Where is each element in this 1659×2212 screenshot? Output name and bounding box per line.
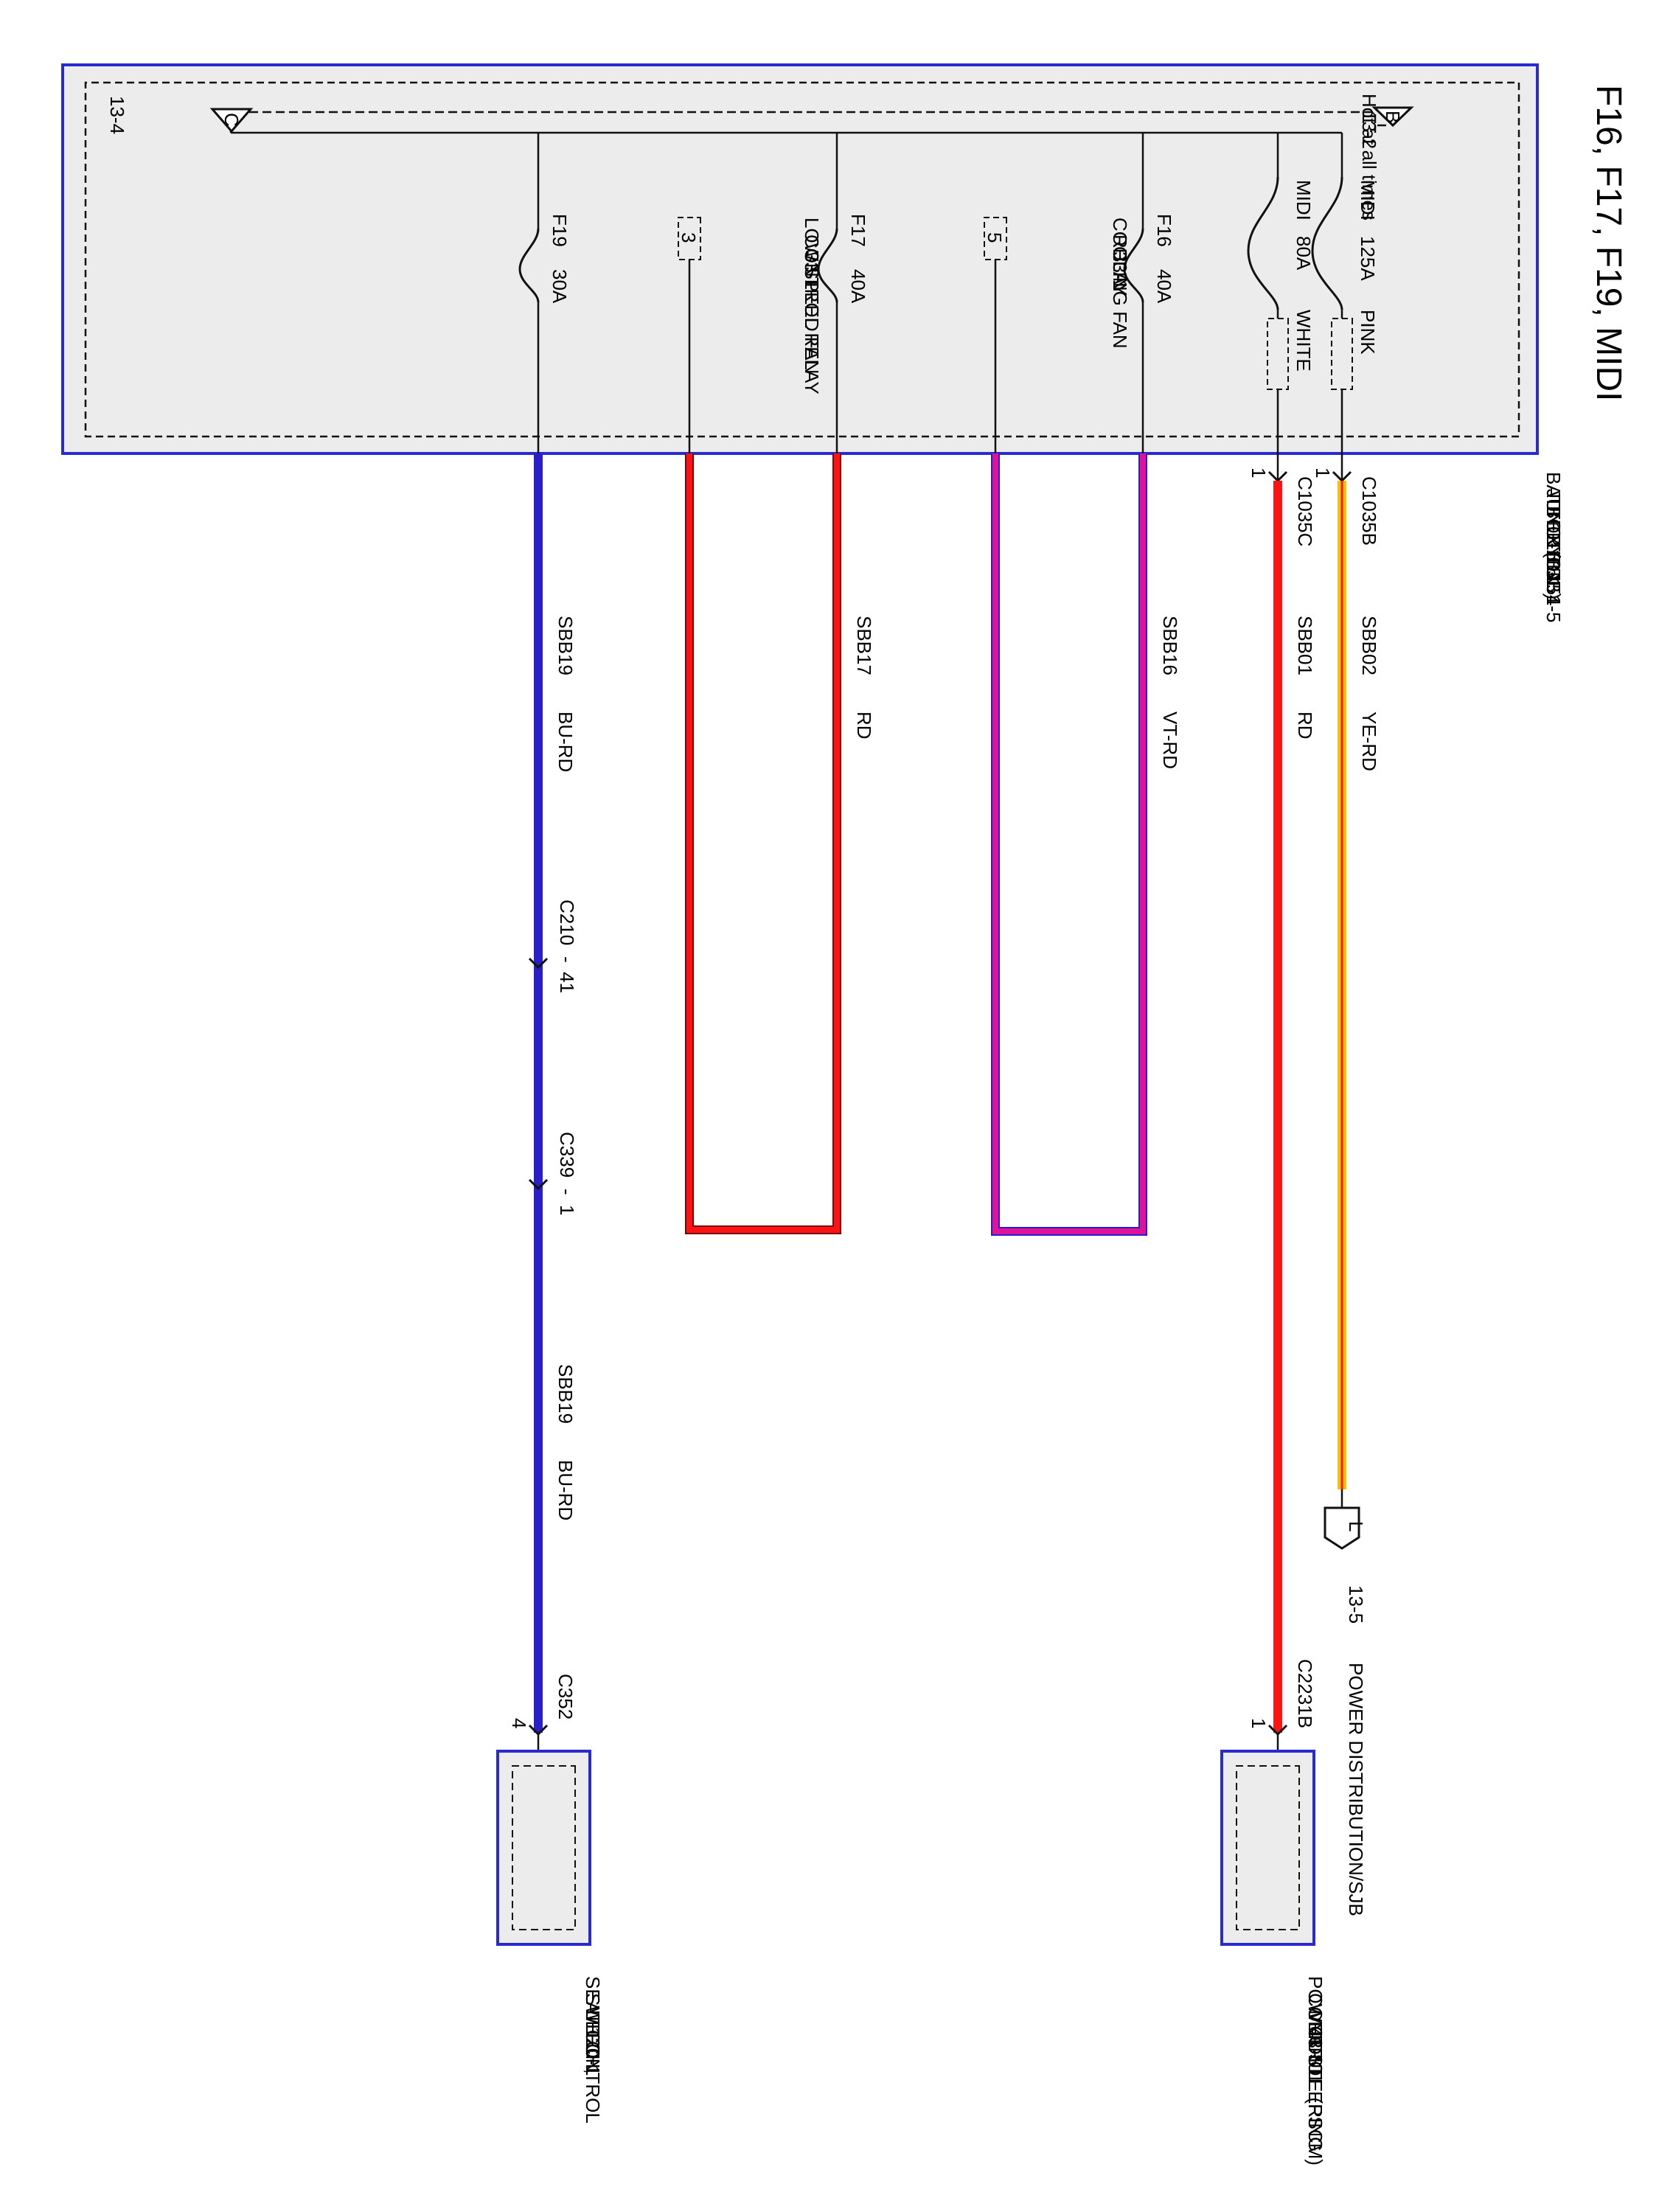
pscm-line2: CONTROL: [1304, 1993, 1326, 2087]
lowspeed-relay-pin: 3: [678, 232, 700, 243]
fuse-f16-icon: [1123, 228, 1144, 303]
fuse-midi-125-color: PINK: [1357, 310, 1379, 355]
connector-c1035c-pin: 1: [1248, 467, 1270, 478]
triangle-b-icon: [1371, 106, 1414, 128]
cooling-relay-line1: COOLING FAN: [1109, 218, 1131, 349]
lowspeed-relay-line2: CONTROL RELAY: [801, 234, 823, 394]
bus-ref-c: C 13-4: [106, 96, 254, 134]
wire-sbb19b-circuit: SBB19: [554, 1364, 577, 1424]
bjb-ref-4: 151-5: [1543, 574, 1565, 623]
wire-sbb01-circuit: SBB01: [1294, 616, 1316, 675]
pscm-module: [1220, 1750, 1315, 1946]
wire-sbb02-circuit: SBB02: [1358, 616, 1380, 675]
bus-ref-c-text: 13-4: [106, 96, 128, 134]
connector-c210-icon: [528, 957, 549, 970]
bjb-ref-3: 151-4: [1543, 557, 1565, 606]
bus-letter-b: B: [1382, 111, 1404, 123]
wire-sbb16-color: VT-RD: [1159, 712, 1181, 769]
connector-c1035c-name: C1035C: [1294, 476, 1316, 546]
fuse-f17-name: F17: [847, 214, 869, 247]
wire-sbb17-outline: [685, 453, 841, 1234]
pscm-line1: POWER STEERING: [1304, 1976, 1326, 2152]
fuse-f17-rating: 40A: [847, 269, 869, 304]
fuse-midi-80-icon: [1247, 176, 1279, 310]
fuse-f16-name: F16: [1153, 214, 1175, 247]
connector-c352-name: C352: [554, 1674, 577, 1719]
bus-letter-c: C: [220, 113, 243, 127]
seat-ref: 120-1: [582, 2027, 604, 2076]
wire-sbb02-color: YE-RD: [1358, 712, 1380, 771]
connector-c1035b-pin: 1: [1312, 467, 1334, 478]
connector-c2231b-pin: 1: [1248, 1718, 1270, 1728]
seat-switch-module: [496, 1750, 591, 1946]
seat-line2: SWITCH,: [582, 1993, 604, 2074]
fuse-f16-rating: 40A: [1153, 269, 1175, 304]
pdist-ref: 13-5: [1345, 1585, 1367, 1624]
cooling-relay-line2: RELAY: [1109, 234, 1131, 296]
connector-c2231b-name: C2231B: [1294, 1659, 1316, 1728]
fuse-midi-125-name: MIDI: [1357, 180, 1379, 220]
bjb-label: BATTERY JUNCTION BOX (BJB) 11-1 151-1 15…: [1543, 472, 1565, 623]
triangle-c-icon: [209, 108, 254, 133]
connector-c339-pin: 1: [556, 1205, 578, 1215]
seat-line1: SEAT CONTROL: [582, 1976, 604, 2124]
fuse-midi-80-color: WHITE: [1293, 310, 1315, 372]
wire-sbb17-circuit: SBB17: [853, 616, 875, 675]
bjb-inner-boundary: [84, 81, 1520, 438]
fuse-midi-80-name: MIDI: [1293, 180, 1315, 220]
seat-line3: LEFT: [582, 2010, 604, 2057]
fuse-f19-icon: [518, 228, 540, 303]
bjb-name-3: BOX (BJB): [1543, 506, 1565, 599]
connector-c210-dash: -: [556, 956, 578, 963]
connector-c210-pin: 41: [556, 972, 578, 993]
bjb-name-2: JUNCTION: [1543, 489, 1565, 585]
wire-sbb16: [992, 453, 1146, 1234]
wire-sbb01-color: RD: [1294, 712, 1316, 740]
diagram-title: F16, F17, F19, MIDI: [1589, 85, 1628, 401]
connector-c352-pin: 4: [508, 1718, 530, 1728]
fuse-midi-125-icon: [1311, 176, 1343, 310]
bjb-ref-2: 151-1: [1543, 540, 1565, 589]
lowspeed-relay-line1: LOW SPEED FAN: [801, 218, 823, 374]
bjb-ref-1: 11-1: [1543, 523, 1565, 560]
wire-sbb19a-circuit: SBB19: [554, 616, 577, 675]
connector-c1035b-name: C1035B: [1358, 476, 1380, 546]
wire-sbb16-outline: [991, 453, 1147, 1236]
lowspeed-relay-ref: 33-1: [801, 251, 823, 290]
fuse-f17-icon: [817, 228, 838, 303]
hot-at-all-times: Hot at all times: [1358, 94, 1380, 220]
wire-sbb19b-color: BU-RD: [554, 1460, 577, 1520]
wire-sbb16-circuit: SBB16: [1159, 616, 1181, 675]
pscm-line3: MODULE (PSCM): [1304, 2010, 1326, 2166]
pdist-name: POWER DISTRIBUTION/SJB: [1345, 1663, 1367, 1916]
fuse-midi-125-rating: 125A: [1357, 236, 1379, 281]
pdist-letter: L: [1345, 1521, 1367, 1531]
fuse-f19-rating: 30A: [549, 269, 571, 304]
bjb-name-1: BATTERY: [1543, 472, 1565, 559]
bus-ref-b: B 13-2 Hot at all times: [1358, 94, 1414, 220]
connector-c339-name: C339: [556, 1132, 578, 1178]
bus-ref-b-text: 13-2: [1358, 111, 1380, 149]
fuse-midi-80-rating: 80A: [1293, 236, 1315, 271]
pdist-connector-icon: [1324, 1506, 1360, 1550]
cooling-relay-pin: 5: [984, 232, 1006, 243]
wire-sbb19a-color: BU-RD: [554, 712, 577, 772]
pscm-ref: 43-1: [1304, 2027, 1326, 2065]
connector-c339-icon: [528, 1178, 549, 1191]
connector-c210-name: C210: [556, 900, 578, 945]
wire-sbb17: [686, 453, 840, 1233]
fuse-f19-name: F19: [549, 214, 571, 247]
battery-junction-box: [61, 63, 1539, 455]
wire-sbb17-color: RD: [853, 712, 875, 740]
connector-c339-dash: -: [556, 1189, 578, 1195]
cooling-relay-ref: 33-1: [1109, 251, 1131, 290]
